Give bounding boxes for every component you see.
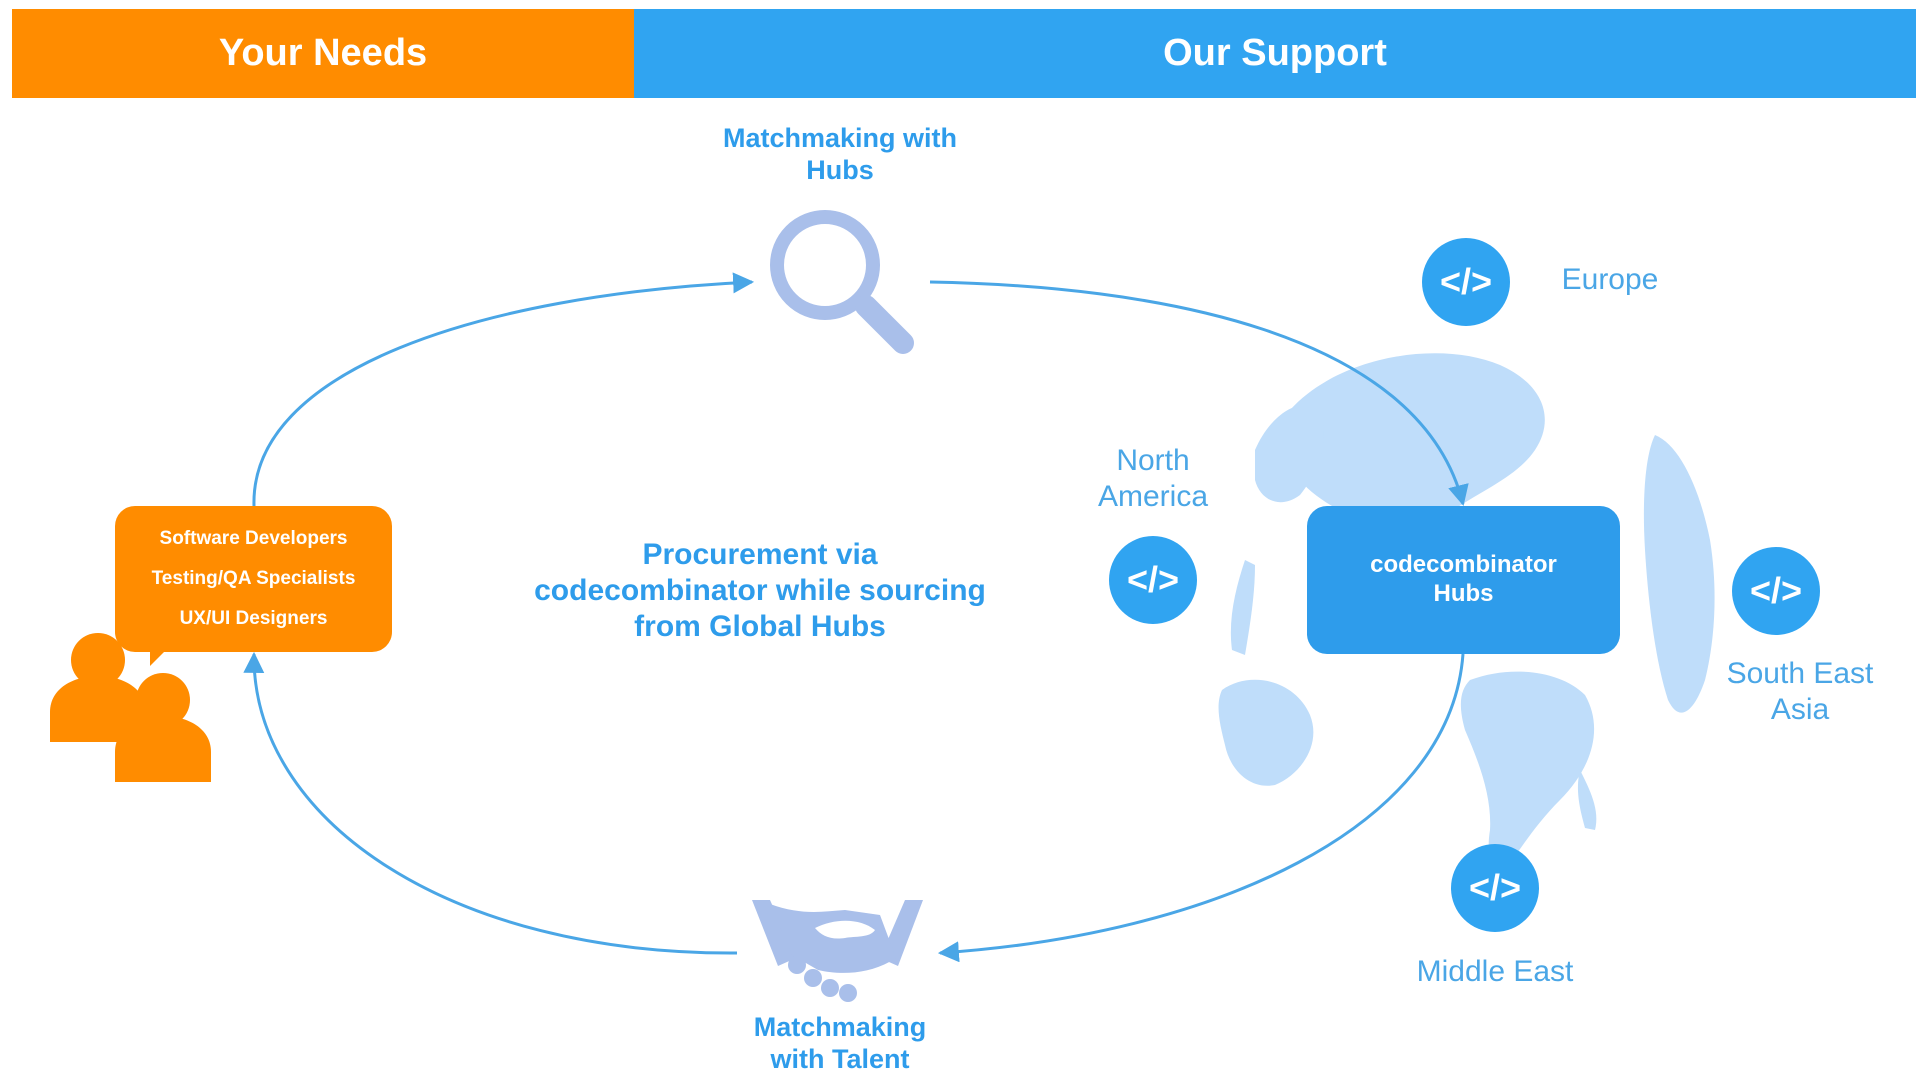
region-north-america-line1: North: [1116, 444, 1190, 477]
region-middle-east: Middle East: [1416, 955, 1574, 988]
matchmaking-hubs-line2: Hubs: [806, 155, 874, 186]
region-south-east-asia-line2: Asia: [1770, 693, 1830, 726]
region-south-east-asia: South East Asia: [1700, 656, 1900, 728]
matchmaking-talent-line1: Matchmaking: [753, 1012, 927, 1042]
arrow-hubs-to-talent-matchmaking: [937, 653, 1465, 963]
needs-item-software-developers: Software Developers: [159, 528, 348, 549]
our-support-title: Our Support: [1163, 32, 1387, 74]
handshake-icon: [752, 900, 923, 1002]
needs-box: Software Developers Testing/QA Specialis…: [115, 506, 392, 652]
your-needs-title: Your Needs: [218, 32, 428, 74]
your-needs-header: Your Needs: [12, 9, 634, 98]
code-icon-south-east-asia: </>: [1732, 547, 1820, 635]
code-icon-europe: </>: [1422, 238, 1510, 326]
arrow-matchmaking-to-hubs: [929, 280, 1469, 507]
region-north-america-line2: America: [1097, 480, 1209, 513]
codecombinator-hubs-box: codecombinator Hubs: [1307, 506, 1620, 654]
hubs-box-line2: Hubs: [1433, 580, 1494, 607]
region-europe: Europe: [1561, 263, 1659, 296]
code-icon-north-america: </>: [1109, 536, 1197, 624]
svg-text:</>: </>: [1127, 559, 1179, 600]
matchmaking-talent-line2: with Talent: [770, 1044, 910, 1075]
globe-icon: [1218, 353, 1715, 873]
region-south-east-asia-line1: South East: [1726, 657, 1874, 690]
svg-text:</>: </>: [1440, 261, 1492, 302]
procurement-line3: from Global Hubs: [634, 610, 886, 643]
procurement-line2: codecombinator while sourcing: [534, 574, 986, 607]
region-north-america: North America: [1073, 443, 1233, 515]
people-icon: [50, 633, 211, 782]
code-icon-middle-east: </>: [1451, 844, 1539, 932]
matchmaking-hubs-label: Matchmaking with Hubs: [690, 122, 990, 187]
svg-text:</>: </>: [1750, 570, 1802, 611]
needs-item-ux-ui: UX/UI Designers: [179, 608, 328, 629]
arrow-needs-to-hubs-matchmaking: [252, 272, 755, 507]
matchmaking-talent-label: Matchmaking with Talent: [690, 1011, 990, 1076]
procurement-text: Procurement via codecombinator while sou…: [480, 537, 1040, 645]
hubs-box-line1: codecombinator: [1370, 551, 1557, 579]
svg-text:</>: </>: [1469, 867, 1521, 908]
needs-bubble-tail: [150, 648, 168, 666]
needs-item-testing-qa: Testing/QA Specialists: [151, 568, 356, 589]
matchmaking-hubs-line1: Matchmaking with: [722, 123, 958, 153]
procurement-line1: Procurement via: [642, 538, 878, 571]
magnifier-icon: [770, 210, 914, 354]
arrow-talent-to-needs: [243, 651, 738, 955]
our-support-header: Our Support: [634, 9, 1916, 98]
